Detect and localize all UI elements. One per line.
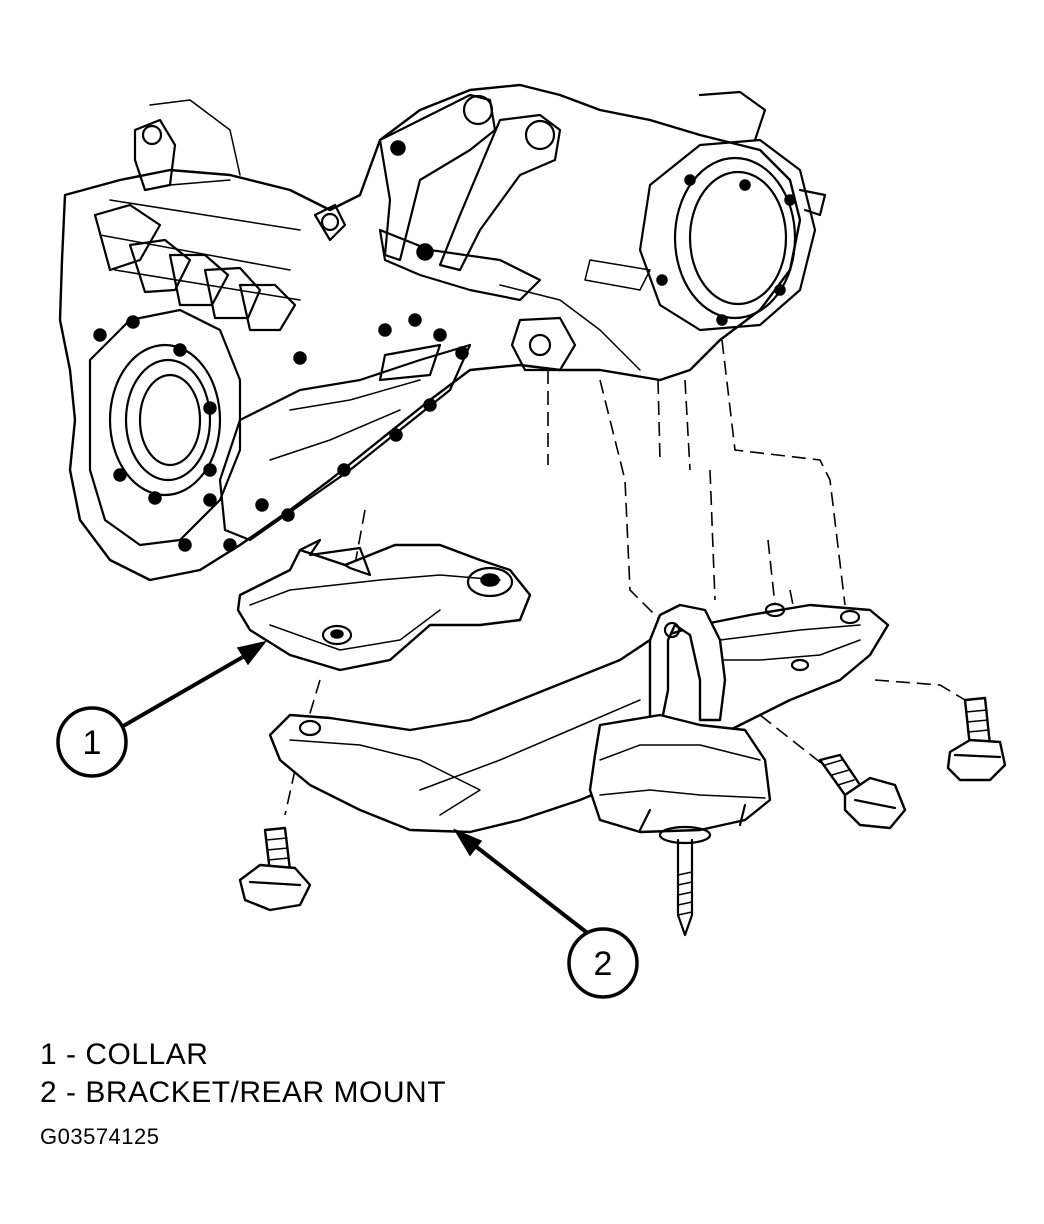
bolt-far-right <box>946 696 1007 782</box>
callout-1-arrow <box>123 640 267 727</box>
transaxle-housing <box>58 83 827 582</box>
bell-housing-left <box>88 308 269 552</box>
lifting-eye <box>133 99 347 242</box>
legend-item-bracket-rear-mount: 2 - BRACKET/REAR MOUNT <box>40 1076 447 1109</box>
mount-boss <box>510 259 651 372</box>
legend-item-collar: 1 - COLLAR <box>40 1038 209 1071</box>
callout-1: 1 <box>56 706 128 778</box>
side-cover <box>218 313 472 542</box>
bell-housing-right <box>638 90 827 332</box>
callout-2: 2 <box>567 927 639 999</box>
bolt-left <box>238 826 312 912</box>
collar-part <box>236 538 532 672</box>
callout-2-arrow <box>453 828 592 937</box>
bolt-right-lower <box>818 753 907 830</box>
upper-mount-arms <box>378 93 641 371</box>
callout-2-number: 2 <box>594 945 613 983</box>
housing-ribs <box>93 199 301 332</box>
rear-mount-bracket-part <box>268 602 890 937</box>
callout-1-number: 1 <box>83 724 102 762</box>
figure-code: G03574125 <box>40 1124 160 1149</box>
